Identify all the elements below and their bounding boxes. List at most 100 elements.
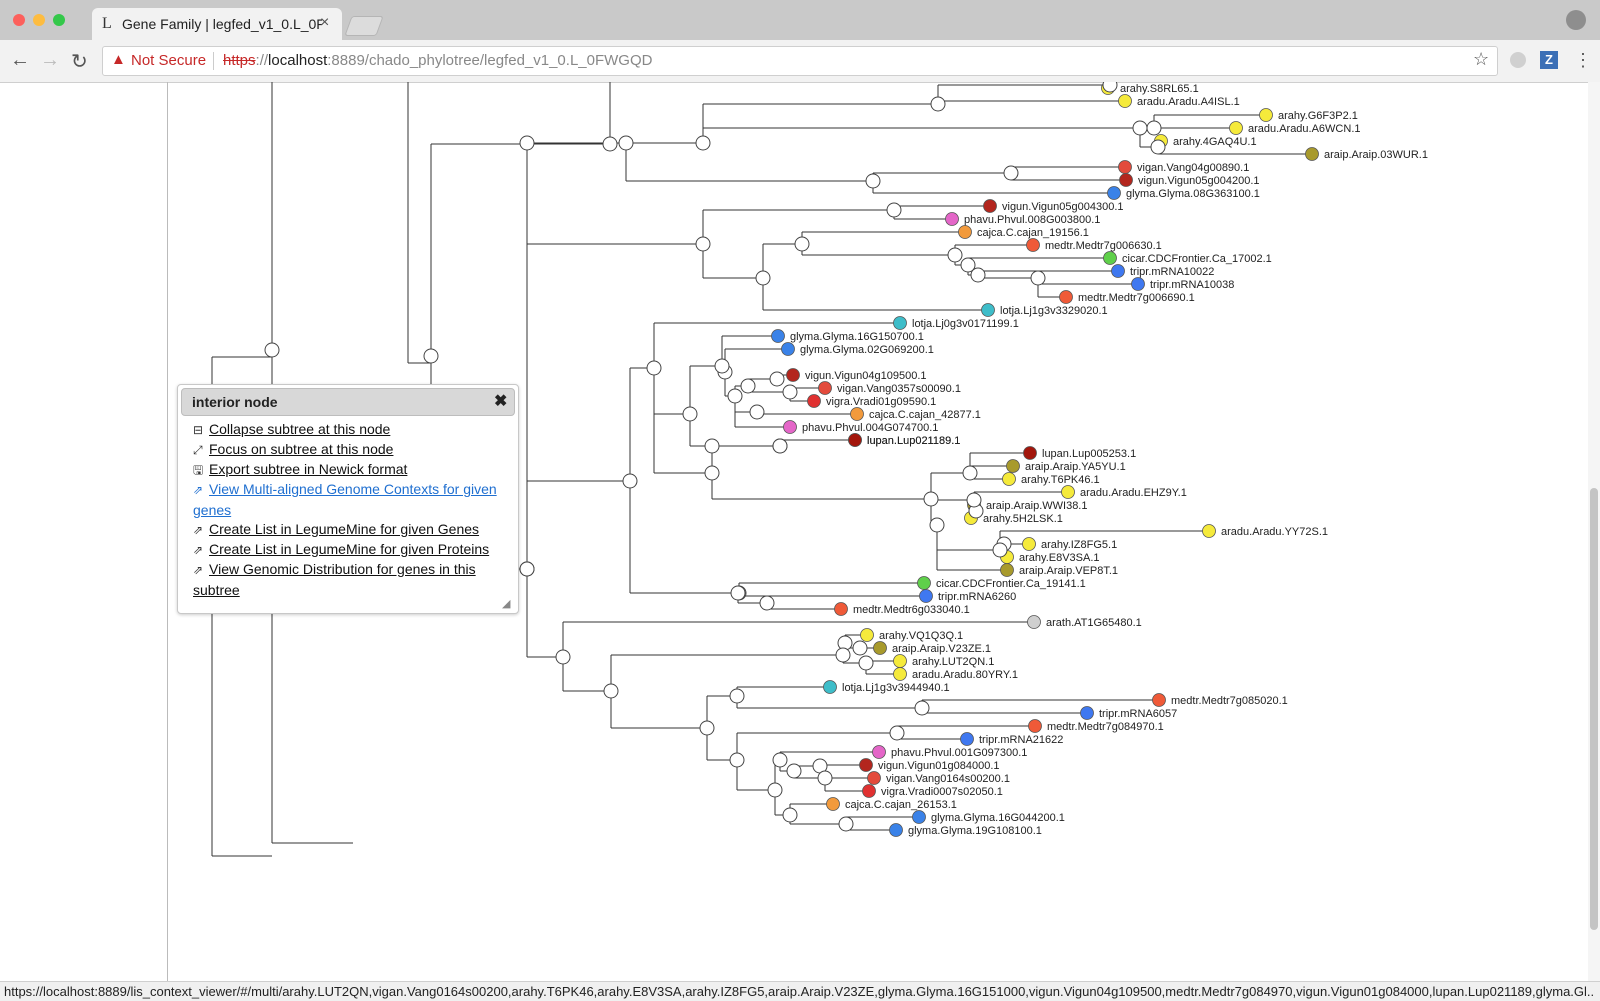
interior-node[interactable]: [646, 360, 662, 376]
interior-node[interactable]: [749, 404, 765, 420]
close-window-button[interactable]: [13, 14, 25, 26]
leaf-label[interactable]: arahy.4GAQ4U.1: [1173, 136, 1257, 148]
leaf-node[interactable]: [1111, 264, 1125, 278]
leaf-node[interactable]: [781, 342, 795, 356]
leaf-node[interactable]: [860, 628, 874, 642]
interior-node[interactable]: [729, 752, 745, 768]
leaf-label[interactable]: medtr.Medtr7g006630.1: [1045, 240, 1162, 252]
leaf-node[interactable]: [872, 745, 886, 759]
interior-node[interactable]: [929, 517, 945, 533]
profile-icon[interactable]: [1566, 10, 1586, 30]
interior-node[interactable]: [992, 542, 1008, 558]
security-label[interactable]: Not Secure: [131, 52, 207, 69]
interior-node[interactable]: [1146, 120, 1162, 136]
leaf-label[interactable]: medtr.Medtr7g006690.1: [1078, 292, 1195, 304]
leaf-label[interactable]: medtr.Medtr7g084970.1: [1047, 721, 1164, 733]
leaf-label[interactable]: araip.Araip.03WUR.1: [1324, 149, 1428, 161]
leaf-label[interactable]: aradu.Aradu.A4ISL.1: [1137, 96, 1240, 108]
leaf-node[interactable]: [1118, 160, 1132, 174]
leaf-node[interactable]: [1131, 277, 1145, 291]
leaf-label[interactable]: araip.Araip.WWI38.1: [986, 500, 1087, 512]
interior-node[interactable]: [914, 700, 930, 716]
interior-node[interactable]: [966, 492, 982, 508]
leaf-node[interactable]: [1103, 251, 1117, 265]
interior-node[interactable]: [603, 683, 619, 699]
interior-node[interactable]: [923, 491, 939, 507]
browser-tab[interactable]: L Gene Family | legfed_v1_0.L_0F ×: [92, 8, 342, 40]
leaf-label[interactable]: lotja.Lj0g3v0171199.1: [912, 318, 1019, 330]
leaf-label[interactable]: arahy.G6F3P2.1: [1278, 110, 1358, 122]
leaf-label[interactable]: arahy.T6PK46.1: [1021, 474, 1100, 486]
interior-node[interactable]: [930, 96, 946, 112]
leaf-label[interactable]: tripr.mRNA6057: [1099, 708, 1177, 720]
leaf-node[interactable]: [834, 602, 848, 616]
leaf-label[interactable]: vigun.Vigun01g084000.1: [878, 760, 1000, 772]
interior-node[interactable]: [519, 135, 535, 151]
interior-node[interactable]: [886, 202, 902, 218]
interior-node[interactable]: [1150, 139, 1166, 155]
leaf-node[interactable]: [1119, 173, 1133, 187]
leaf-label[interactable]: lupan.Lup005253.1: [1042, 448, 1136, 460]
interior-node[interactable]: [730, 585, 746, 601]
interior-node[interactable]: [772, 438, 788, 454]
menu-icon[interactable]: ⋮: [1574, 50, 1592, 70]
url-text[interactable]: https://localhost:8889/chado_phylotree/l…: [223, 52, 652, 69]
leaf-label[interactable]: arahy.E8V3SA.1: [1019, 552, 1100, 564]
interior-node[interactable]: [602, 136, 618, 152]
leaf-label[interactable]: arahy.5H2LSK.1: [983, 513, 1063, 525]
leaf-node[interactable]: [873, 641, 887, 655]
interior-node[interactable]: [970, 267, 986, 283]
interior-node[interactable]: [1102, 82, 1118, 93]
interior-node[interactable]: [695, 135, 711, 151]
leaf-label[interactable]: vigan.Vang0164s00200.1: [886, 773, 1010, 785]
leaf-node[interactable]: [912, 810, 926, 824]
leaf-node[interactable]: [1002, 472, 1016, 486]
leaf-node[interactable]: [786, 368, 800, 382]
scrollbar-thumb[interactable]: [1590, 488, 1598, 930]
leaf-label[interactable]: medtr.Medtr7g085020.1: [1171, 695, 1288, 707]
leaf-node[interactable]: [1229, 121, 1243, 135]
interior-node[interactable]: [519, 561, 535, 577]
interior-node[interactable]: [1132, 120, 1148, 136]
leaf-node[interactable]: [1000, 563, 1014, 577]
interior-node[interactable]: [699, 720, 715, 736]
interior-node[interactable]: [1003, 165, 1019, 181]
leaf-label[interactable]: tripr.mRNA6260: [938, 591, 1016, 603]
interior-node[interactable]: [947, 247, 963, 263]
interior-node[interactable]: [852, 640, 868, 656]
address-bar[interactable]: ▲ Not Secure https://localhost:8889/chad…: [102, 46, 1498, 76]
leaf-label[interactable]: cajca.C.cajan_26153.1: [845, 799, 957, 811]
popup-menu-item[interactable]: 🖫Export subtree in Newick format: [193, 459, 503, 480]
popup-menu-item[interactable]: ⇗View Genomic Distribution for genes in …: [193, 559, 503, 600]
interior-node[interactable]: [729, 688, 745, 704]
leaf-label[interactable]: phavu.Phvul.001G097300.1: [891, 747, 1027, 759]
leaf-label[interactable]: vigan.Vang04g00890.1: [1137, 162, 1249, 174]
interior-node[interactable]: [838, 816, 854, 832]
leaf-label[interactable]: vigun.Vigun05g004300.1: [1002, 201, 1124, 213]
leaf-label[interactable]: tripr.mRNA10022: [1130, 266, 1214, 278]
leaf-label[interactable]: tripr.mRNA10038: [1150, 279, 1234, 291]
leaf-node[interactable]: [1059, 290, 1073, 304]
leaf-label[interactable]: glyma.Glyma.19G108100.1: [908, 825, 1042, 837]
interior-node[interactable]: [759, 595, 775, 611]
leaf-node[interactable]: [893, 654, 907, 668]
leaf-node[interactable]: [1080, 706, 1094, 720]
interior-node[interactable]: [960, 257, 976, 273]
leaf-node[interactable]: [771, 329, 785, 343]
leaf-label[interactable]: arahy.VQ1Q3Q.1: [879, 630, 963, 642]
interior-node[interactable]: [755, 270, 771, 286]
leaf-node[interactable]: [823, 680, 837, 694]
interior-node[interactable]: [682, 406, 698, 422]
leaf-label[interactable]: arahy.LUT2QN.1: [912, 656, 994, 668]
leaf-node[interactable]: [1259, 108, 1273, 122]
interior-node[interactable]: [962, 465, 978, 481]
interior-node[interactable]: [835, 647, 851, 663]
leaf-node[interactable]: [826, 797, 840, 811]
leaf-label[interactable]: lotja.Lj1g3v3329020.1: [1000, 305, 1108, 317]
interior-node[interactable]: [772, 752, 788, 768]
leaf-label[interactable]: arath.AT1G65480.1: [1046, 617, 1142, 629]
leaf-node[interactable]: [1006, 459, 1020, 473]
leaf-node[interactable]: [1027, 615, 1041, 629]
interior-node[interactable]: [782, 384, 798, 400]
leaf-label[interactable]: vigun.Vigun04g109500.1: [805, 370, 927, 382]
